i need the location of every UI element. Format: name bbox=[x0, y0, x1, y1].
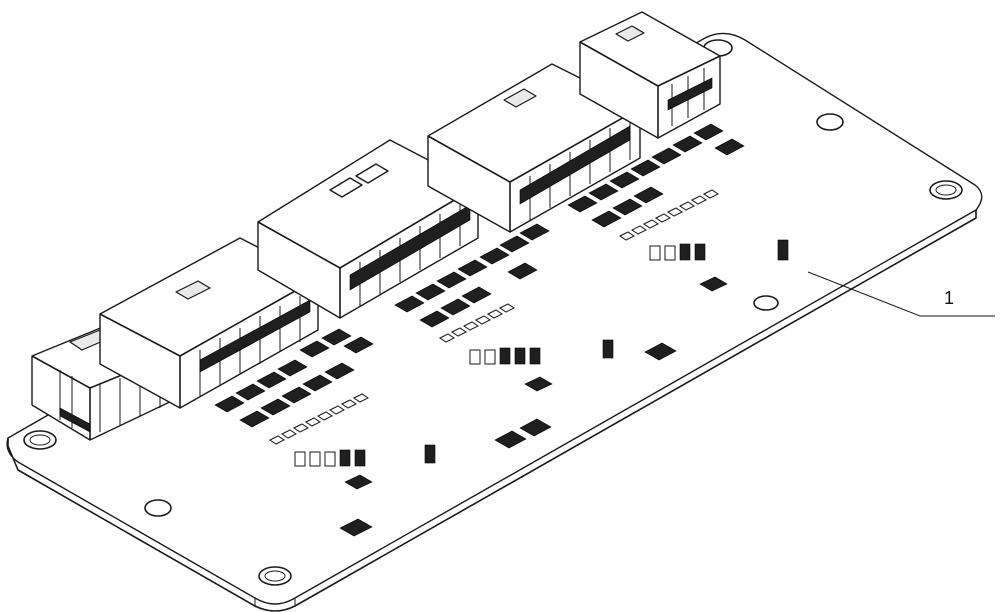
connector-header bbox=[427, 63, 641, 233]
connector-header bbox=[257, 139, 479, 319]
mounting-hole bbox=[753, 295, 779, 311]
callout-leader-line bbox=[807, 271, 995, 317]
capacitor-group bbox=[294, 239, 789, 467]
circuit-board-plate bbox=[6, 32, 983, 612]
passive-component-rows bbox=[269, 189, 719, 445]
mounting-hole bbox=[258, 566, 292, 586]
mounting-hole bbox=[816, 113, 844, 131]
connector-header bbox=[579, 11, 721, 139]
smd-component-group bbox=[214, 328, 374, 428]
mounting-hole bbox=[929, 180, 963, 200]
smd-component-group bbox=[394, 223, 550, 328]
ic-chips bbox=[339, 276, 728, 537]
smd-component-group bbox=[567, 123, 745, 228]
mounting-hole bbox=[144, 499, 172, 517]
mounting-hole bbox=[23, 430, 57, 450]
connector-header bbox=[99, 237, 319, 409]
callout-1: 1 bbox=[807, 271, 995, 317]
callout-label: 1 bbox=[944, 288, 954, 308]
